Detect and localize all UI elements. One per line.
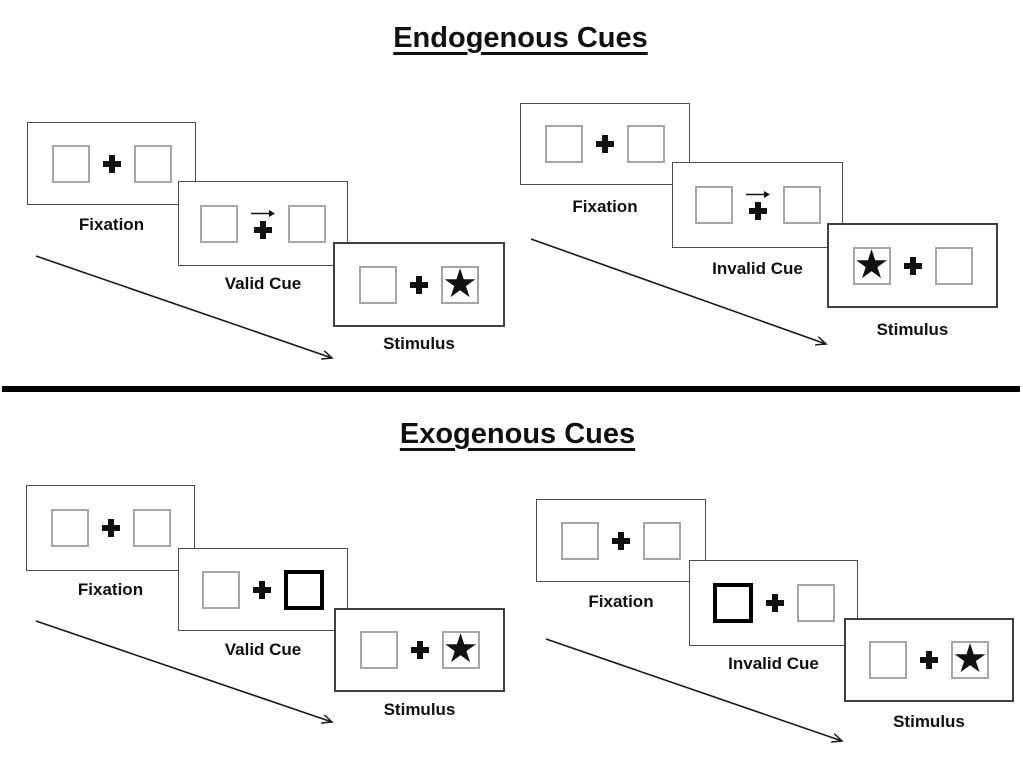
stimulus-panel: ★	[827, 223, 998, 308]
panel-label: Fixation	[572, 197, 638, 216]
cue-panel	[672, 162, 843, 248]
stimulus-panel: ★	[844, 618, 1014, 702]
right-box-with-star: ★	[441, 260, 479, 307]
star-stimulus-icon: ★	[442, 626, 479, 672]
panel-label: Valid Cue	[224, 274, 302, 293]
right-box-cue-highlight	[284, 569, 324, 610]
cue-arrow-right-icon	[251, 209, 275, 217]
left-box-with-star: ★	[852, 241, 891, 288]
cue-panel	[178, 548, 348, 631]
left-box	[694, 186, 733, 224]
stimulus-panel: ★	[334, 608, 505, 692]
right-box	[643, 521, 681, 560]
fixation-cross-icon	[748, 202, 767, 220]
star-stimulus-icon: ★	[952, 636, 988, 682]
fixation-cross-icon	[253, 580, 271, 599]
panel-label: Invalid Cue	[728, 654, 819, 673]
fixation-cross-icon	[410, 641, 429, 659]
stimulus-panel: ★	[333, 242, 505, 327]
right-box-with-star: ★	[951, 636, 989, 682]
right-box	[132, 509, 171, 547]
left-box	[202, 570, 240, 609]
panel-label: Stimulus	[893, 712, 965, 731]
central-cue	[251, 209, 275, 239]
left-box	[359, 265, 397, 304]
fixation-panel	[536, 499, 706, 582]
right-box	[782, 186, 821, 224]
fixation-cross-icon	[612, 531, 630, 550]
timeline-arrow-endogenous-invalid	[530, 238, 826, 344]
fixation-cross-icon	[765, 594, 784, 612]
fixation-cross-icon	[101, 519, 120, 537]
panel-label: Fixation	[78, 215, 145, 234]
timeline-arrow-exogenous-valid	[35, 620, 332, 722]
left-box	[50, 509, 89, 547]
right-box	[934, 246, 973, 285]
left-box	[359, 631, 398, 669]
central-cue	[745, 190, 770, 220]
cue-panel	[178, 181, 348, 266]
left-box-cue-highlight	[712, 583, 753, 623]
star-stimulus-icon: ★	[853, 241, 890, 288]
cue-panel	[689, 560, 858, 646]
right-box	[288, 204, 326, 243]
star-stimulus-icon: ★	[442, 260, 478, 307]
right-box-with-star: ★	[441, 626, 480, 672]
panel-label: Stimulus	[383, 700, 456, 719]
panel-label: Fixation	[588, 592, 654, 611]
panel-label: Valid Cue	[224, 640, 302, 659]
fixation-panel	[26, 485, 195, 571]
timeline-arrow-endogenous-valid	[35, 255, 332, 358]
section-divider	[2, 386, 1020, 392]
section-title-exogenous: Exogenous Cues	[399, 418, 636, 450]
fixation-cross-icon	[102, 154, 121, 173]
right-box	[796, 584, 835, 622]
fixation-panel	[520, 103, 690, 185]
right-box	[133, 144, 172, 183]
fixation-cross-icon	[410, 275, 428, 294]
cue-arrow-right-icon	[745, 191, 770, 198]
panel-label: Fixation	[77, 580, 144, 599]
section-title-endogenous: Endogenous Cues	[393, 22, 648, 54]
fixation-panel	[27, 122, 196, 205]
left-box	[869, 641, 907, 679]
fixation-cross-icon	[254, 220, 272, 239]
panel-label: Stimulus	[876, 320, 949, 339]
panel-label: Invalid Cue	[712, 259, 803, 278]
right-box	[627, 125, 665, 163]
left-box	[561, 521, 599, 560]
left-box	[200, 204, 238, 243]
fixation-cross-icon	[920, 651, 938, 669]
left-box	[545, 125, 583, 163]
panel-label: Stimulus	[383, 334, 455, 353]
fixation-cross-icon	[903, 256, 922, 275]
left-box	[51, 144, 90, 183]
fixation-cross-icon	[596, 135, 614, 153]
